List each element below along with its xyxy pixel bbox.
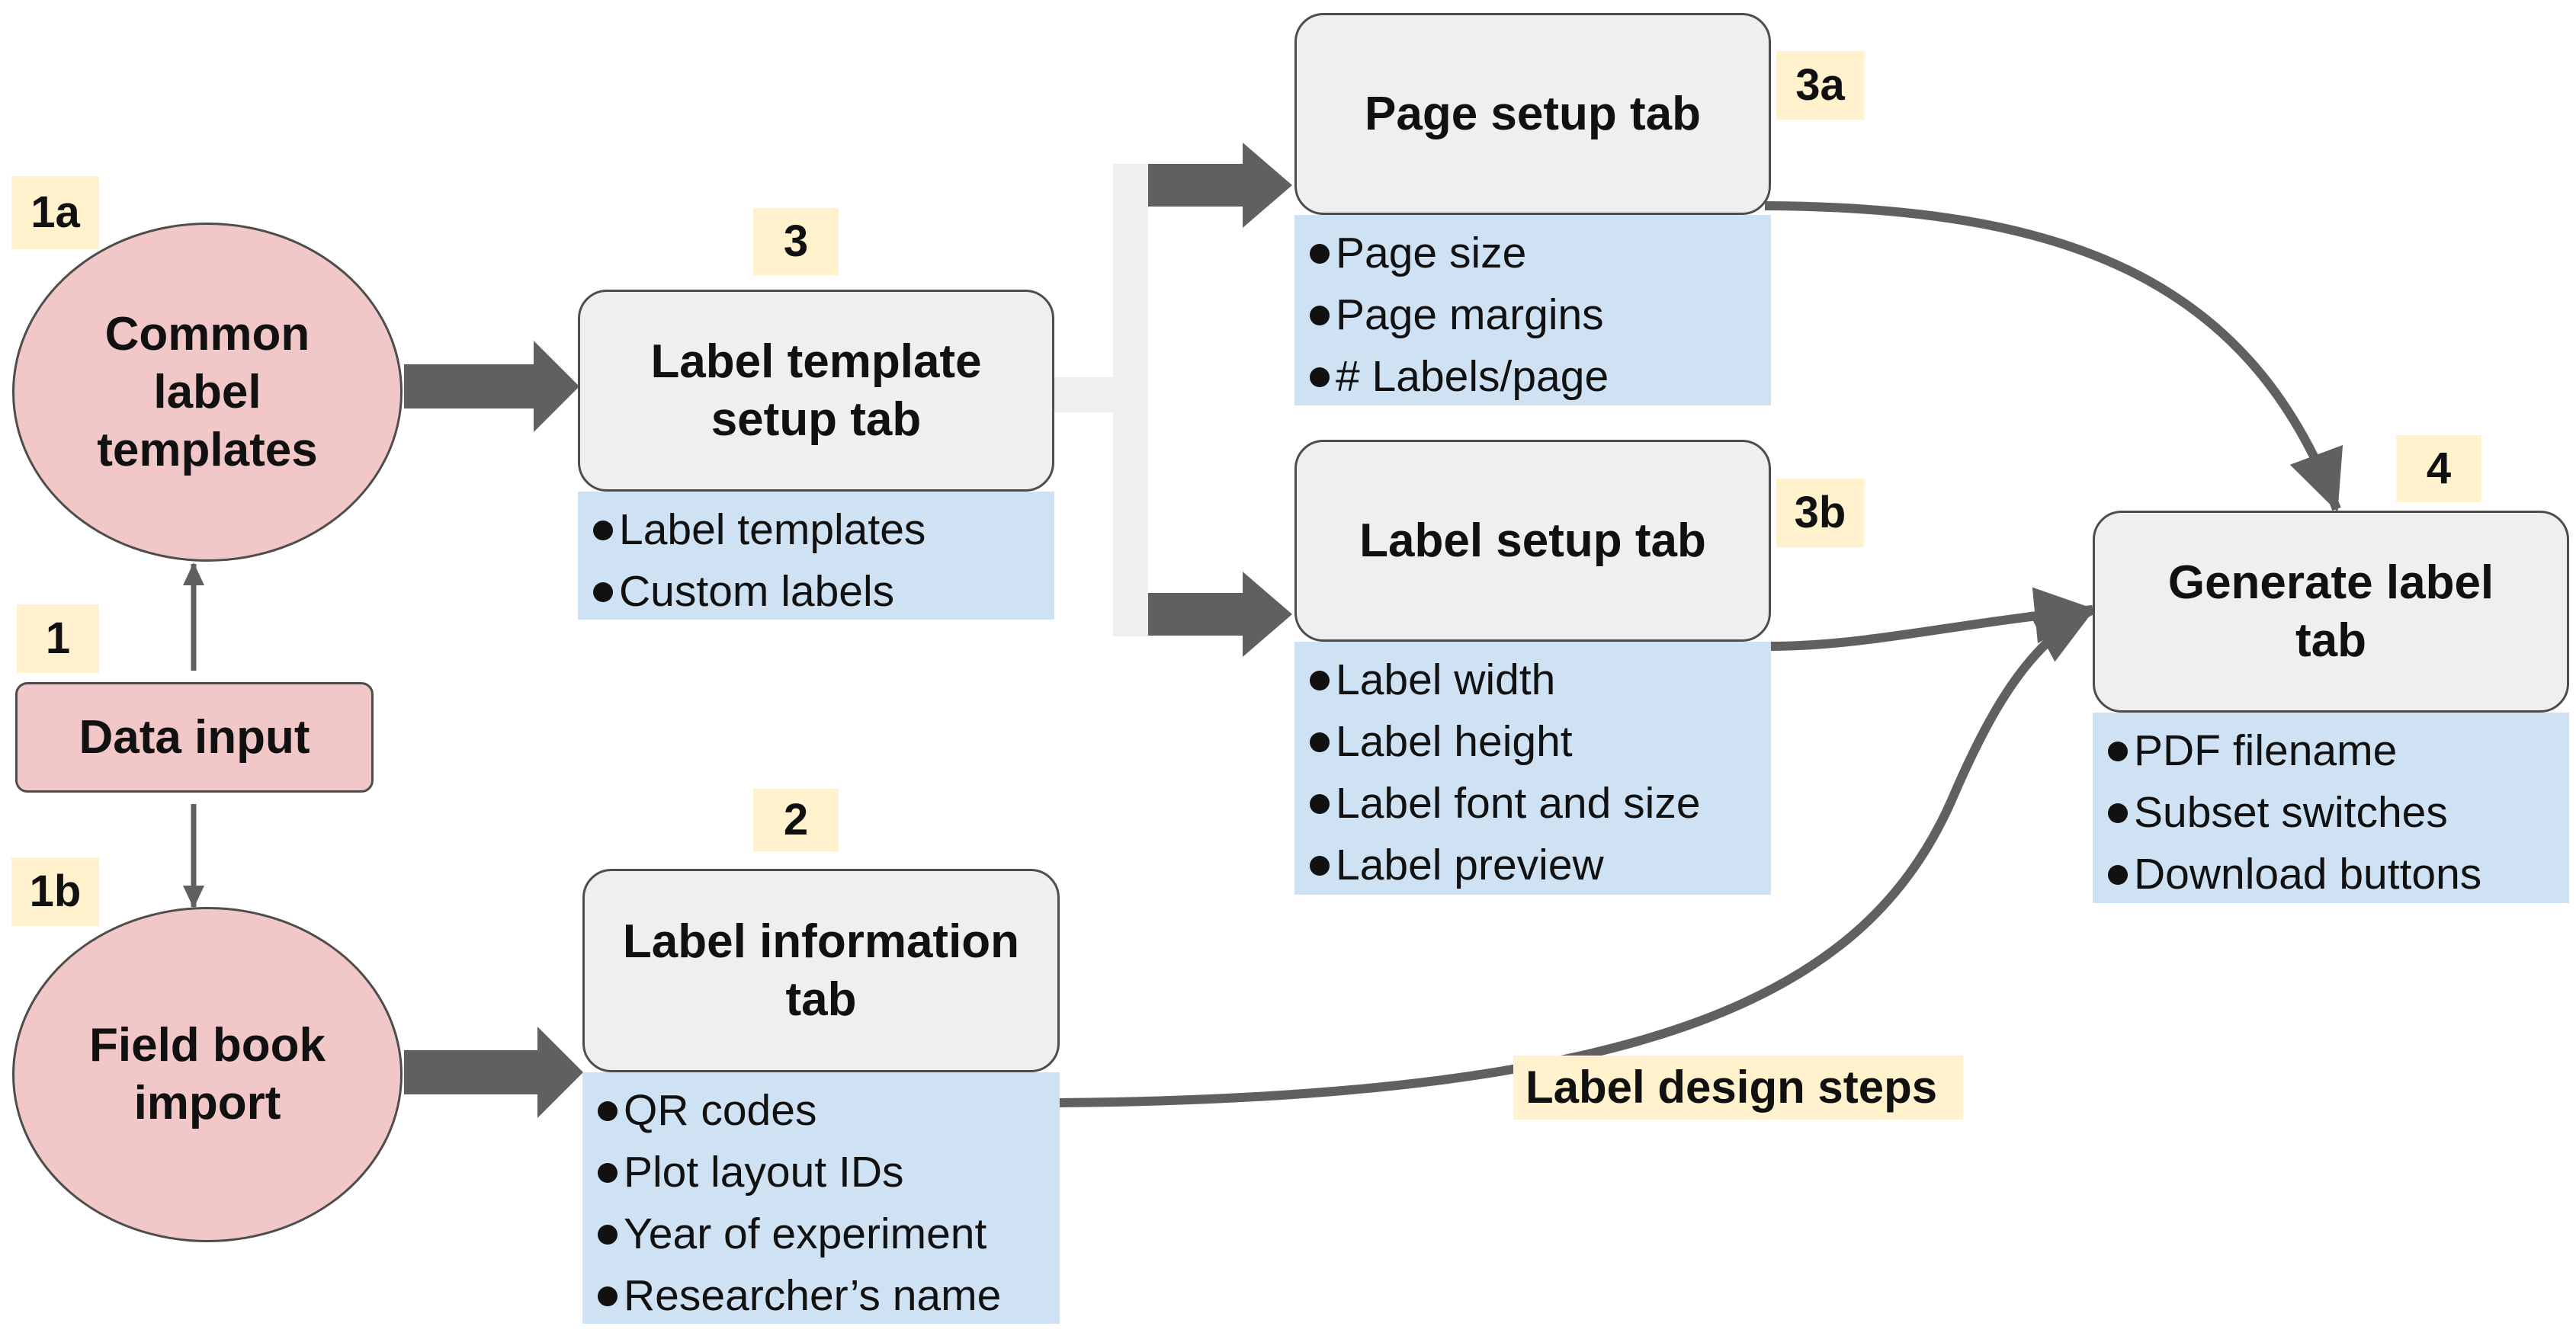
label-template-tab-label: Label template setup tab	[650, 335, 982, 446]
page-setup-tab-node: Page setup tab	[1294, 13, 1771, 215]
generate-label-tab-node: Generate label tab	[2093, 511, 2569, 713]
list-item: Custom labels	[593, 561, 1054, 623]
label-setup-list: Label width Label height Label font and …	[1294, 642, 1771, 895]
bullet-icon	[2108, 741, 2128, 761]
bullet-icon	[598, 1224, 618, 1245]
list-item: Year of experiment	[598, 1203, 1060, 1265]
list-item: Label templates	[593, 499, 1054, 561]
label-setup-tab-node: Label setup tab	[1294, 440, 1771, 642]
list-item: Page size	[1310, 223, 1771, 284]
list-item: Page margins	[1310, 284, 1771, 346]
bullet-icon	[1310, 855, 1330, 876]
bullet-icon	[593, 581, 613, 602]
generate-label-list: PDF filename Subset switches Download bu…	[2093, 713, 2569, 903]
bullet-icon	[598, 1162, 618, 1183]
field-book-node: Field book import	[12, 907, 403, 1242]
bullet-icon	[1310, 305, 1330, 325]
step-tag-4: 4	[2396, 435, 2481, 502]
branch-connector	[1053, 164, 1148, 636]
list-item: Label height	[1310, 711, 1771, 773]
arrow-fieldbook-to-information	[404, 1027, 583, 1118]
arrow-branch-to-label-setup	[1148, 572, 1292, 657]
label-design-steps-caption: Label design steps	[1513, 1056, 1963, 1120]
list-item: Researcher’s name	[598, 1265, 1060, 1327]
label-template-tab-node: Label template setup tab	[578, 290, 1054, 492]
field-book-label: Field book import	[89, 1019, 326, 1129]
list-item: Plot layout IDs	[598, 1142, 1060, 1203]
data-input-node: Data input	[15, 682, 374, 793]
common-templates-node: Common label templates	[12, 223, 403, 562]
bullet-icon	[598, 1101, 618, 1121]
list-item: QR codes	[598, 1080, 1060, 1142]
bullet-icon	[2108, 803, 2128, 823]
page-setup-tab-label: Page setup tab	[1365, 87, 1701, 140]
bullet-icon	[598, 1286, 618, 1306]
step-tag-3b: 3b	[1776, 479, 1864, 547]
label-information-list: QR codes Plot layout IDs Year of experim…	[582, 1072, 1060, 1324]
bullet-icon	[2108, 864, 2128, 885]
list-item: PDF filename	[2108, 720, 2569, 782]
label-information-tab-label: Label information tab	[622, 915, 1020, 1026]
common-templates-label: Common label templates	[97, 307, 318, 476]
step-tag-3a: 3a	[1776, 51, 1864, 120]
curve-page-setup-to-generate	[1764, 201, 2343, 512]
label-template-list: Label templates Custom labels	[578, 492, 1054, 620]
list-item: Label font and size	[1310, 773, 1771, 835]
bullet-icon	[1310, 793, 1330, 814]
step-tag-3: 3	[753, 208, 839, 275]
label-information-tab-node: Label information tab	[582, 869, 1060, 1072]
bullet-icon	[1310, 670, 1330, 690]
list-item: Subset switches	[2108, 782, 2569, 844]
list-item: Download buttons	[2108, 844, 2569, 905]
data-input-label: Data input	[79, 710, 310, 764]
generate-label-tab-label: Generate label tab	[2167, 556, 2494, 667]
curve-information-to-generate	[1059, 605, 2096, 1107]
page-setup-list: Page size Page margins # Labels/page	[1294, 215, 1771, 405]
arrow-branch-to-page-setup	[1148, 143, 1292, 228]
label-setup-tab-label: Label setup tab	[1359, 514, 1706, 567]
bullet-icon	[1310, 243, 1330, 264]
bullet-icon	[1310, 367, 1330, 387]
step-tag-1: 1	[17, 604, 99, 673]
arrow-common-to-template	[404, 341, 579, 432]
bullet-icon	[593, 520, 613, 540]
step-tag-2: 2	[753, 789, 839, 851]
bullet-icon	[1310, 732, 1330, 752]
list-item: # Labels/page	[1310, 346, 1771, 408]
step-tag-1b: 1b	[11, 857, 99, 926]
list-item: Label width	[1310, 649, 1771, 711]
step-tag-1a: 1a	[11, 176, 99, 249]
list-item: Label preview	[1310, 835, 1771, 896]
